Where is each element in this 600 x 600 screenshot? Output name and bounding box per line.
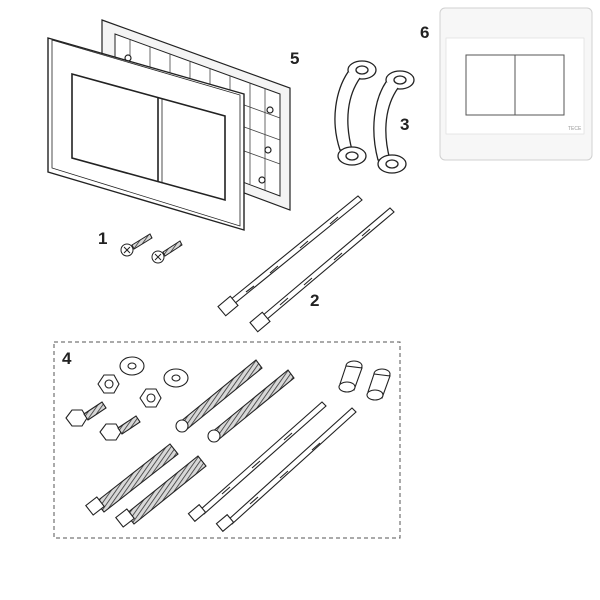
short-rod-1 [187,401,327,523]
plate-logo: TECE [568,126,582,132]
mounting-kit-box [53,341,401,539]
sleeve-1 [338,360,363,393]
wall-bracket-pair [334,60,415,174]
part-number-2: 2 [310,291,319,310]
washer-1 [119,356,145,376]
flush-plate-photo: TECE [439,7,593,161]
part-number-4: 4 [62,349,72,368]
sleeve-2 [366,368,391,401]
threaded-rod-2 [207,369,295,443]
bracket-1 [334,60,377,166]
mounting-kit-parts [65,356,391,533]
part-number-3: 3 [400,115,409,134]
anchor-plug-2 [115,455,207,528]
flush-plate-drawing [47,37,245,231]
short-rod-2 [215,407,357,533]
screw-1 [120,233,153,257]
bracket-2 [373,70,415,174]
washer-2 [163,368,189,388]
part-number-5: 5 [290,49,299,68]
screw-2 [151,240,183,264]
hex-bolt-2 [99,415,141,441]
hex-nut-1 [97,374,120,394]
anchor-plug-1 [85,443,179,516]
hex-nut-2 [139,388,162,408]
part-number-6: 6 [420,23,429,42]
rod-1 [217,195,363,317]
part-number-1: 1 [98,229,107,248]
extension-rod-pair [217,195,395,333]
threaded-rod-1 [175,359,263,433]
rod-2 [249,207,395,333]
hex-bolt-1 [65,401,107,427]
screw-pair [120,233,183,264]
